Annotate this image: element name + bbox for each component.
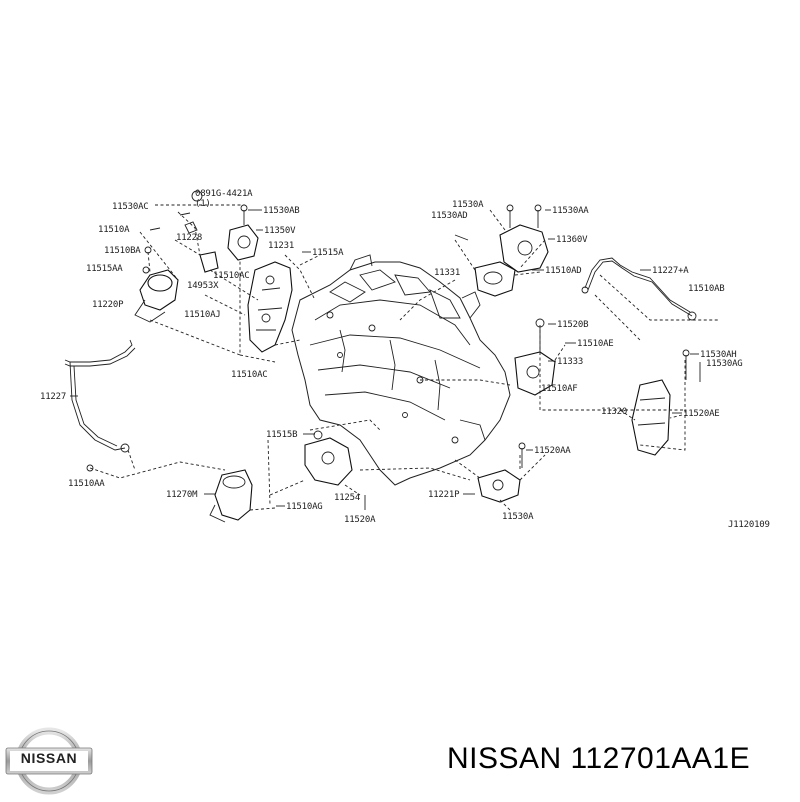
label-11530ad: 11530AD	[431, 211, 468, 221]
label-11530aa: 11530AA	[552, 206, 589, 216]
label-11510ae: 11510AE	[577, 339, 614, 349]
label-j1120109: J1120109	[728, 520, 770, 530]
label-11510ac-bottom: 11510AC	[231, 370, 268, 380]
engine-block	[291, 254, 511, 486]
label-11515b: 11515B	[266, 430, 297, 440]
leader-lines	[70, 209, 699, 507]
label-11510aj: 11510AJ	[184, 310, 221, 320]
label-11228: 11228	[176, 233, 202, 243]
label-11520b: 11520B	[557, 320, 588, 330]
label-11221p: 11221P	[428, 490, 460, 500]
nissan-logo-emblem	[5, 727, 93, 795]
label-11530a-top: 11530A	[452, 200, 484, 210]
label-11530ah: 11530AH	[700, 350, 737, 360]
lower-mounts	[64, 339, 526, 523]
label-11515aa: 11515AA	[86, 264, 123, 274]
label-11350v: 11350V	[264, 226, 296, 236]
label-11510af: 11510AF	[541, 384, 578, 394]
label-0891g-4421a: 0891G-4421A	[195, 189, 253, 199]
label-11530ag: 11530AG	[706, 359, 743, 369]
label-11510a: 11510A	[98, 225, 130, 235]
label-11520a: 11520A	[344, 515, 376, 525]
label-11530ab: 11530AB	[263, 206, 300, 216]
label-11530a-bottom: 11530A	[502, 512, 534, 522]
label-11520aa: 11520AA	[534, 446, 571, 456]
label-11320: 11320	[601, 407, 627, 417]
label-11360v: 11360V	[556, 235, 588, 245]
right-upper-mount	[454, 204, 697, 321]
guide-lines	[89, 204, 720, 511]
part-number-caption: NISSAN 112701AA1E	[447, 742, 751, 775]
label-11331: 11331	[434, 268, 460, 278]
label-11510ac-top: 11510AC	[213, 271, 250, 281]
right-middle-mount	[514, 318, 701, 456]
part-labels: 0891G-4421A (1) 11530AC 11530AB 11510A 1…	[40, 189, 770, 530]
label-11510ag: 11510AG	[286, 502, 323, 512]
label-11520ae: 11520AE	[683, 409, 720, 419]
nissan-logo-text: NISSAN	[20, 750, 78, 766]
label-11510ad: 11510AD	[545, 266, 582, 276]
label-11510ab: 11510AB	[688, 284, 725, 294]
label-11227: 11227	[40, 392, 66, 402]
label-11220p: 11220P	[92, 300, 124, 310]
label-11530ac: 11530AC	[112, 202, 149, 212]
label-11270m: 11270M	[166, 490, 198, 500]
label-11231: 11231	[268, 241, 294, 251]
left-upper-mount	[134, 190, 293, 353]
label-14953x: 14953X	[187, 281, 219, 291]
nissan-logo: NISSAN	[3, 725, 95, 797]
label-11510ba: 11510BA	[104, 246, 141, 256]
label-11515a: 11515A	[312, 248, 344, 258]
label-qty-1: (1)	[195, 199, 211, 209]
label-11254: 11254	[334, 493, 360, 503]
label-11227-a: 11227+A	[652, 266, 689, 276]
label-11333: 11333	[557, 357, 583, 367]
label-11510aa: 11510AA	[68, 479, 105, 489]
